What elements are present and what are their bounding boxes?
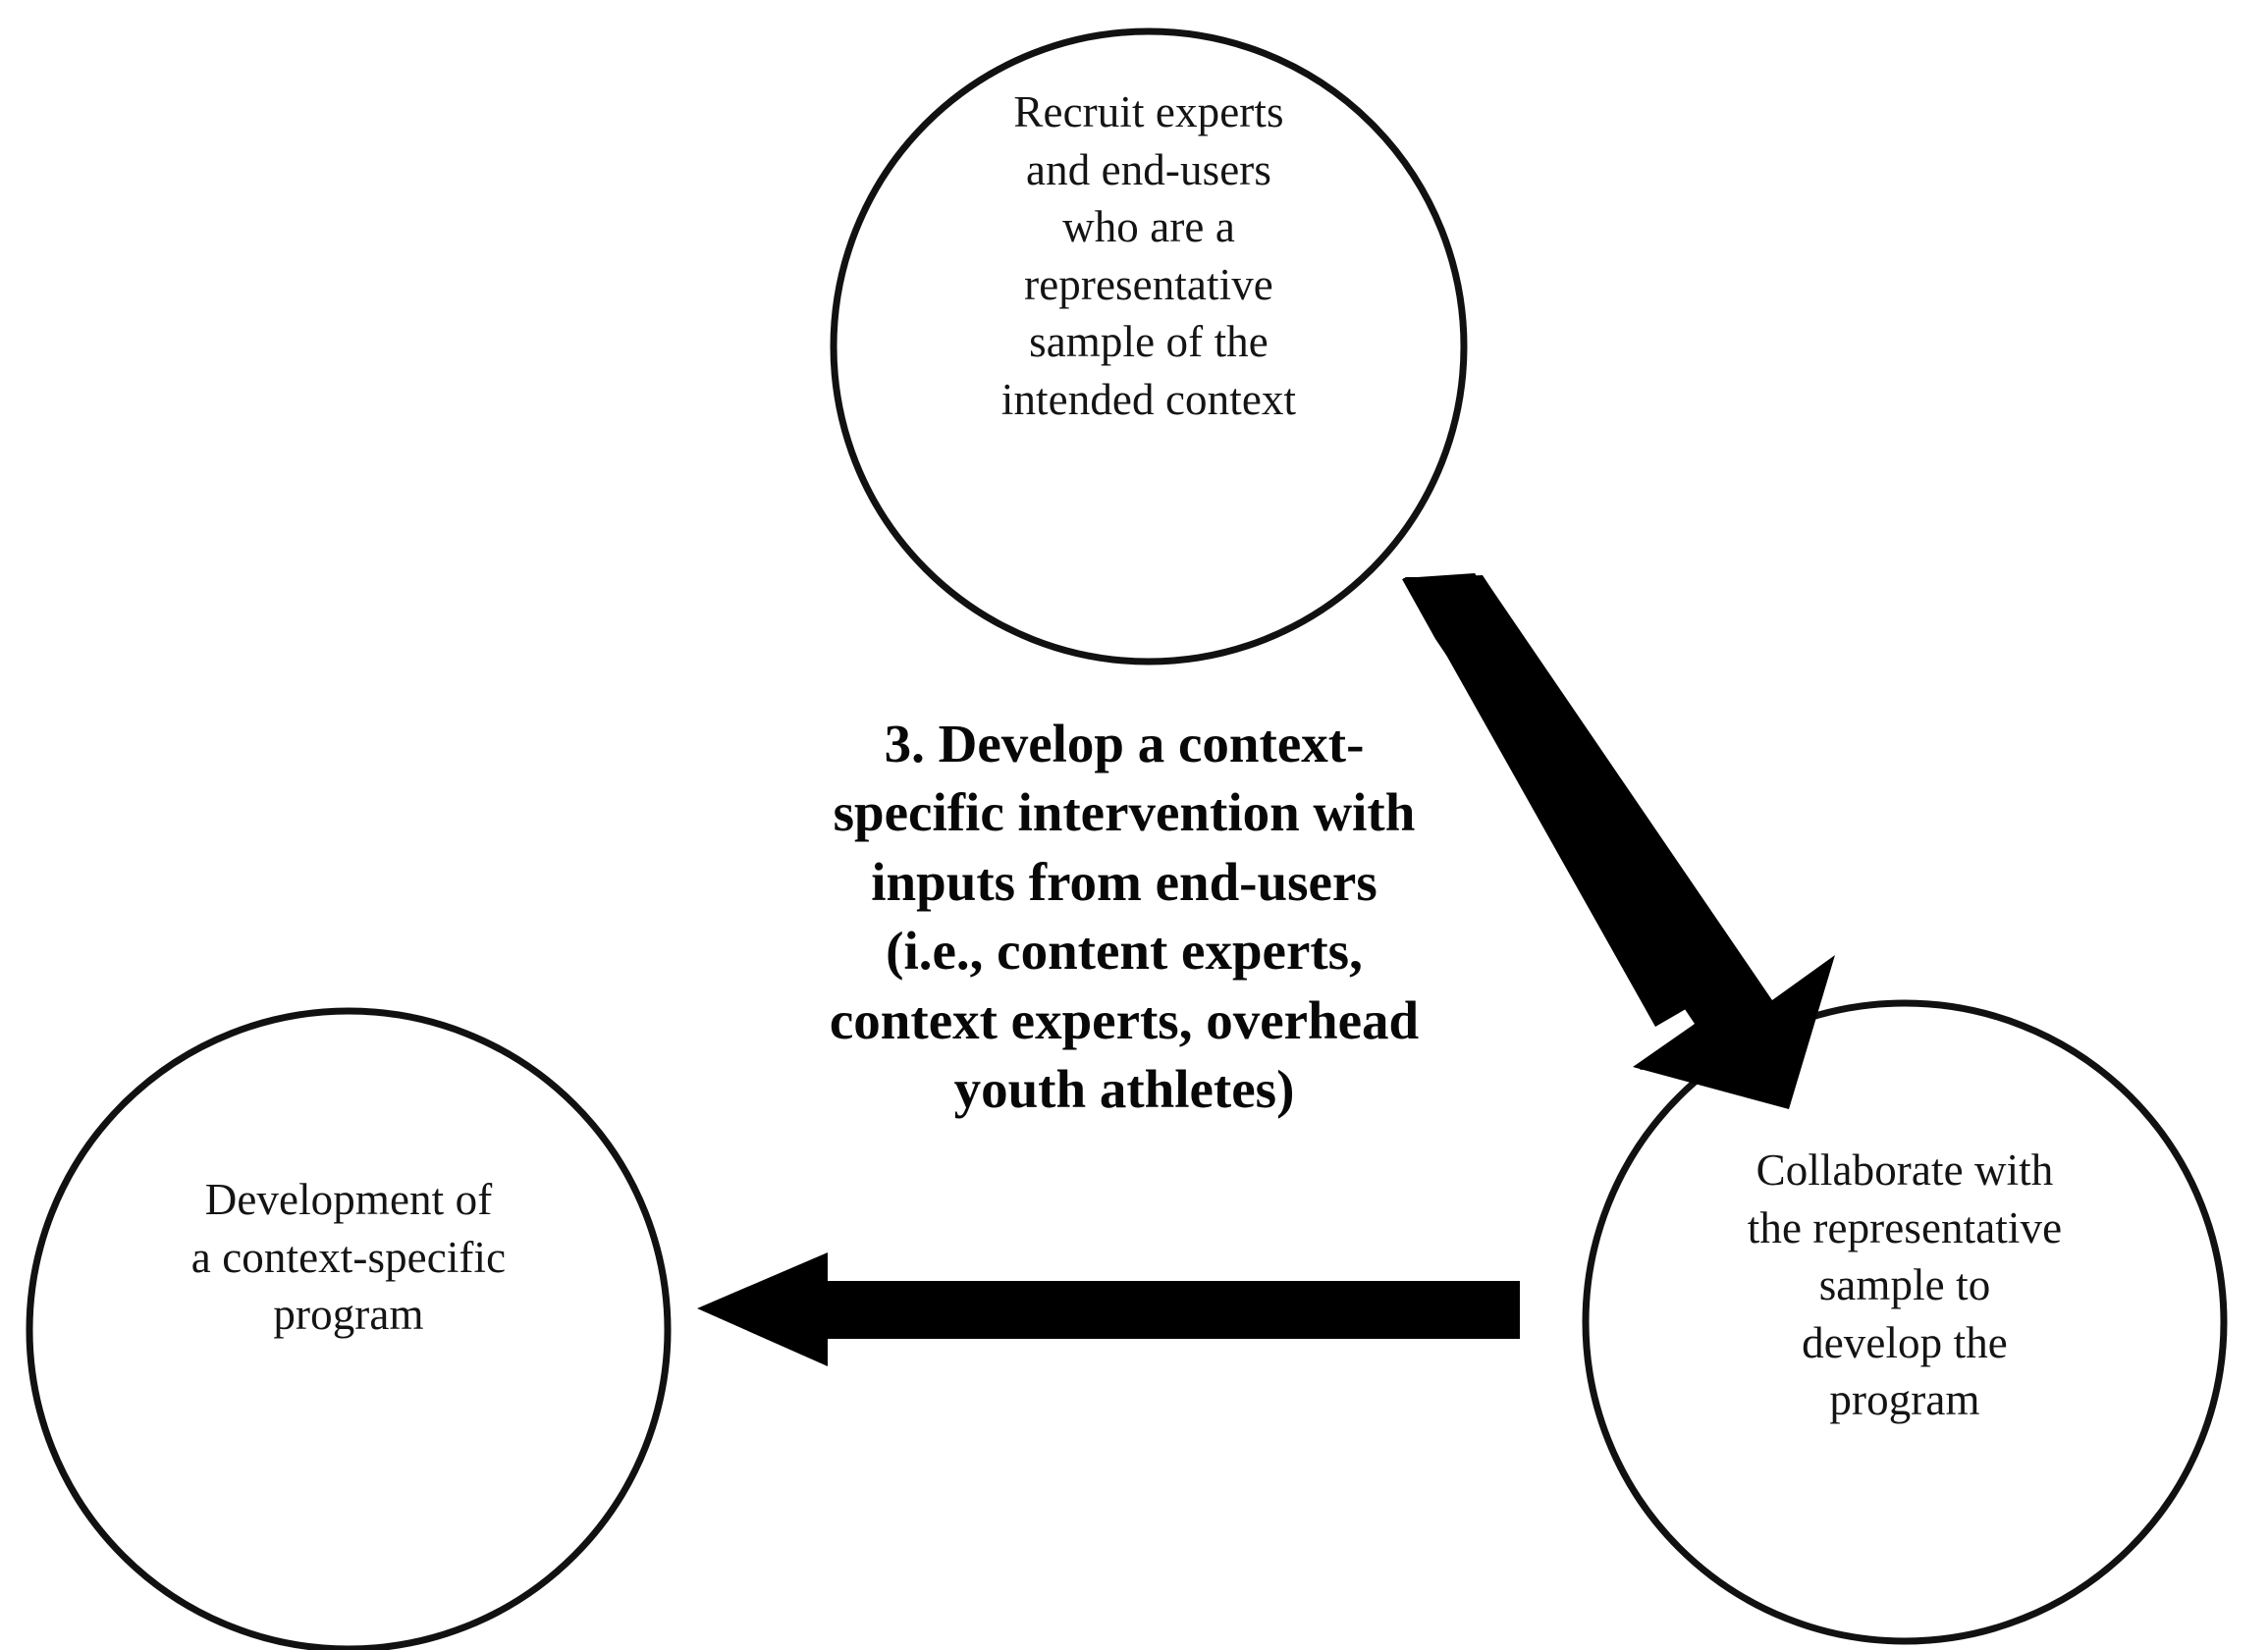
arrow-recruit-to-collaborate xyxy=(1402,573,1835,1109)
node-circle-development[interactable] xyxy=(26,1007,672,1650)
node-label-collaborate: Collaborate with the representative samp… xyxy=(1747,1145,2063,1424)
node-circle-recruit[interactable] xyxy=(830,27,1468,665)
node-label-development: Development of a context-specific progra… xyxy=(190,1175,507,1339)
diagram-center-caption: 3. Develop a context- specific intervent… xyxy=(829,714,1420,1119)
arrow-collaborate-to-development xyxy=(697,1252,1520,1366)
node-label-recruit: Recruit experts and end-users who are a … xyxy=(1000,87,1297,424)
node-circle-collaborate[interactable] xyxy=(1582,999,2228,1645)
